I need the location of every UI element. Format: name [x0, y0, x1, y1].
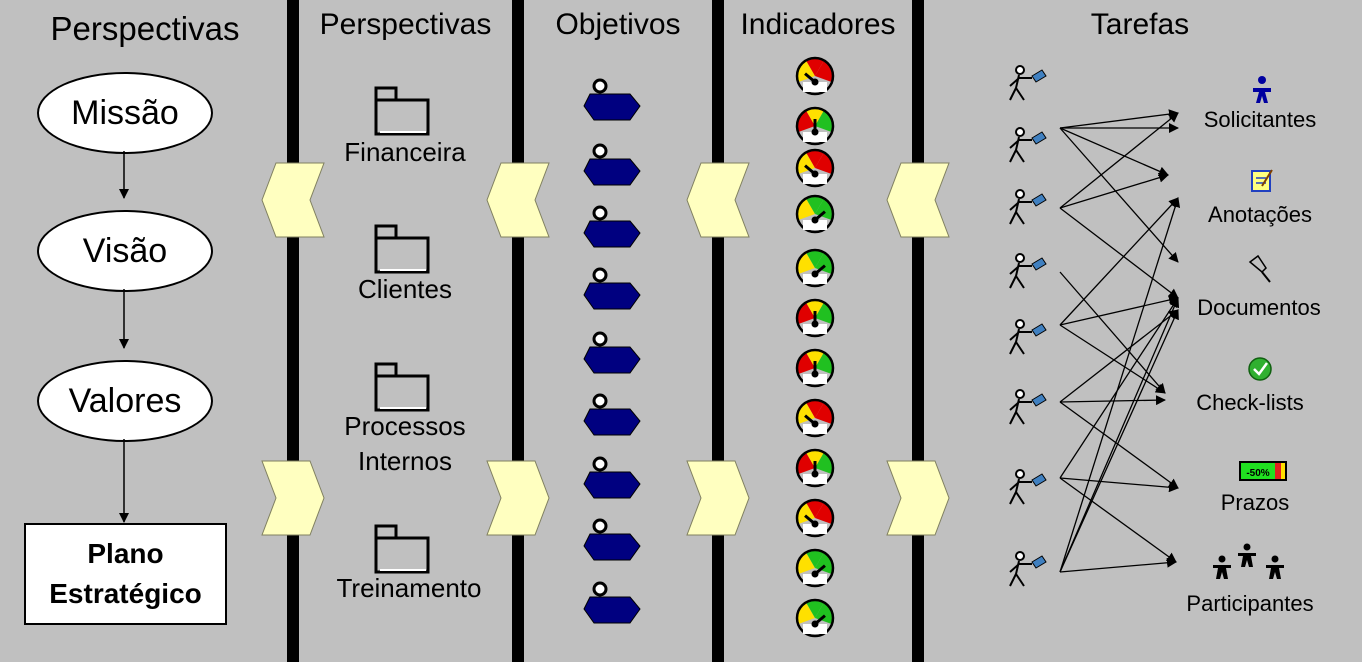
- task-links: [1059, 109, 1181, 573]
- objective-icon: [583, 78, 641, 121]
- perspective-label-financeira: Financeira: [344, 137, 466, 167]
- task-link-arrow: [1059, 197, 1181, 573]
- task-link-arrow: [1059, 557, 1177, 573]
- task-link-arrow: [1059, 324, 1166, 394]
- task-link-arrow: [1059, 477, 1179, 493]
- gauge-icon-yellow: [795, 448, 835, 488]
- gauge-icon-yellow: [795, 106, 835, 146]
- chevron-left: [486, 162, 550, 238]
- task-figure-icon: [1009, 189, 1047, 225]
- task-link-arrow: [1059, 309, 1179, 403]
- task-link-arrow: [1059, 297, 1180, 573]
- target-label-check-lists: Check-lists: [1196, 390, 1304, 415]
- task-figure-icon: [1009, 389, 1047, 425]
- gauge-icon-green: [795, 194, 835, 234]
- target-label-participantes: Participantes: [1186, 591, 1314, 616]
- header-tarefas: Tarefas: [1090, 8, 1190, 41]
- chevron-left: [886, 162, 950, 238]
- objective-icon: [583, 331, 641, 374]
- task-link-arrow: [1059, 112, 1179, 209]
- objective-icon: [583, 143, 641, 186]
- task-link-arrow: [1059, 207, 1179, 299]
- gauge-icon-red: [795, 398, 835, 438]
- gauge-icon-green: [795, 548, 835, 588]
- progress-bar-icon: -50%: [1239, 461, 1287, 481]
- task-link-arrow: [1059, 477, 1177, 563]
- plano-line1: Plano: [87, 538, 164, 569]
- person-icon: [1253, 76, 1271, 103]
- progress-badge: -50%: [1246, 468, 1269, 479]
- plano-line2: Estratégico: [49, 578, 202, 609]
- header-perspectivas-main: Perspectivas: [50, 10, 240, 47]
- pushpin-icon: [1248, 254, 1271, 283]
- task-link-arrow: [1059, 297, 1179, 479]
- task-link-arrow: [1059, 127, 1179, 263]
- task-link-arrow: [1059, 309, 1179, 573]
- target-label-anotacoes: Anotações: [1208, 202, 1312, 227]
- gauge-icon-red: [795, 56, 835, 96]
- gauge-icon-yellow: [795, 348, 835, 388]
- chevron-right: [686, 460, 750, 536]
- objective-icon: [583, 267, 641, 310]
- group-icon: [1213, 543, 1284, 579]
- folder-icon: [374, 224, 430, 274]
- gauge-icon-green: [795, 598, 835, 638]
- objective-icon: [583, 518, 641, 561]
- target-label-prazos: Prazos: [1220, 490, 1290, 515]
- gauge-icons: [795, 56, 835, 638]
- perspective-label-processos-line1: Processos: [344, 411, 466, 441]
- header-perspectivas: Perspectivas: [319, 8, 492, 41]
- gauge-icon-green: [795, 248, 835, 288]
- folder-icon: [374, 362, 430, 412]
- header-indicadores: Indicadores: [740, 8, 896, 41]
- task-link-arrow: [1059, 197, 1179, 326]
- target-label-documentos: Documentos: [1197, 295, 1321, 320]
- perspective-label-clientes: Clientes: [358, 274, 452, 304]
- objective-icon: [583, 581, 641, 624]
- task-figure-icon: [1009, 127, 1047, 163]
- check-circle-icon: [1248, 357, 1272, 381]
- objective-icon: [583, 205, 641, 248]
- task-icons: [1009, 65, 1047, 587]
- task-figure-icon: [1009, 253, 1047, 289]
- task-link-arrow: [1059, 172, 1169, 209]
- flow-node-visao: Visão: [37, 210, 213, 292]
- gauge-icon-red: [795, 148, 835, 188]
- chevrons: [261, 162, 950, 536]
- flow-node-valores: Valores: [37, 360, 213, 442]
- chevron-right: [261, 460, 325, 536]
- notepad-icon: [1251, 169, 1273, 192]
- gauge-icon-yellow: [795, 298, 835, 338]
- perspective-label-processos-line2: Internos: [358, 446, 452, 476]
- chevron-right: [486, 460, 550, 536]
- perspective-label-processos: Processos Internos: [300, 409, 510, 479]
- task-figure-icon: [1009, 551, 1047, 587]
- gauge-icon-red: [795, 498, 835, 538]
- target-icons: -50%: [1213, 76, 1287, 579]
- perspective-label-treinamento: Treinamento: [336, 573, 482, 603]
- header-objetivos: Objetivos: [555, 8, 681, 41]
- folder-icon: [374, 524, 430, 574]
- target-label-solicitantes: Solicitantes: [1203, 107, 1317, 132]
- objective-icon: [583, 393, 641, 436]
- task-figure-icon: [1009, 319, 1047, 355]
- chevron-left: [686, 162, 750, 238]
- task-link-arrow: [1059, 401, 1179, 489]
- task-link-arrow: [1059, 127, 1169, 176]
- task-figure-icon: [1009, 65, 1047, 101]
- folder-icon: [374, 86, 430, 136]
- chevron-left: [261, 162, 325, 238]
- flow-node-missao: Missão: [37, 72, 213, 154]
- task-link-arrow: [1059, 271, 1166, 394]
- folder-icons: [374, 86, 430, 574]
- task-link-arrow: [1059, 295, 1179, 326]
- task-link-arrow: [1059, 395, 1166, 406]
- objective-icons: [583, 78, 641, 624]
- task-figure-icon: [1009, 469, 1047, 505]
- objective-icon: [583, 456, 641, 499]
- chevron-right: [886, 460, 950, 536]
- task-link-arrow: [1059, 109, 1179, 129]
